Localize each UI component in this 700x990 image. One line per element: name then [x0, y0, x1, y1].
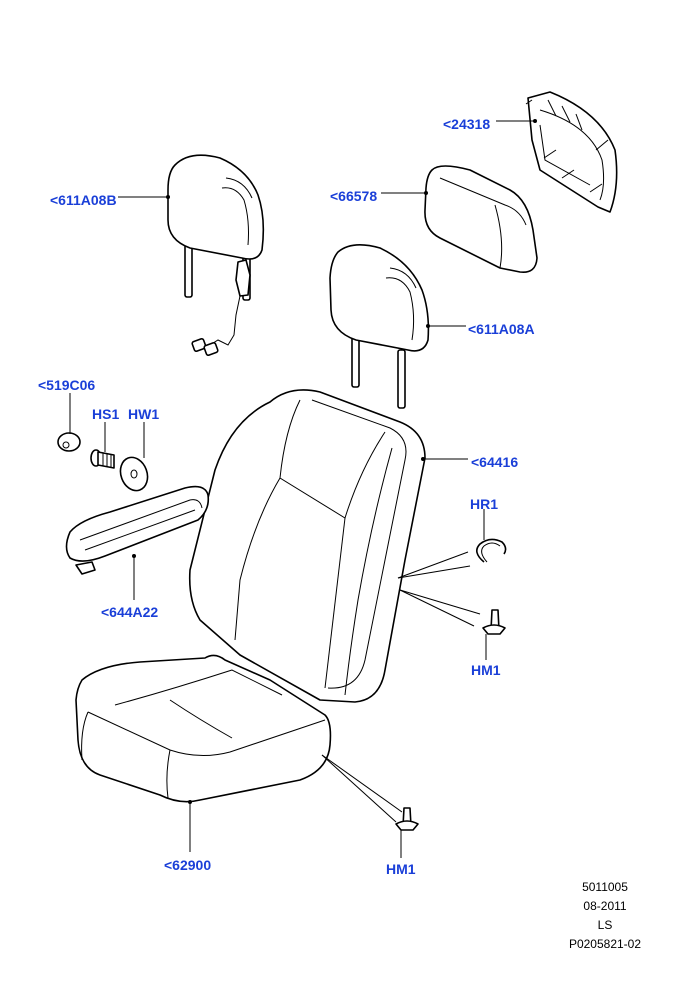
callout-HR1: HR1 — [470, 496, 499, 512]
callout-HM1-upper: HM1 — [471, 662, 501, 678]
callout-611A08B: <611A08B — [50, 192, 117, 208]
illustration-id: P0205821-02 — [568, 937, 642, 951]
push-pin-HM1-lower — [395, 807, 419, 831]
callout-HS1: HS1 — [92, 406, 120, 422]
drawing-date: 08-2011 — [583, 899, 627, 913]
retainer-HR1 — [476, 538, 507, 563]
callout-66578: <66578 — [330, 188, 378, 204]
callout-64416: <64416 — [471, 454, 519, 470]
drawing-reference: 5011005 08-2011 LS P0205821-02 — [540, 878, 670, 954]
leader-lines — [69, 119, 537, 858]
callout-519C06: <519C06 — [38, 377, 96, 393]
headrest-cover-66578 — [424, 165, 538, 274]
headrest-611A08B — [167, 154, 265, 356]
callout-62900: <62900 — [164, 857, 212, 873]
drawing-number: 5011005 — [582, 880, 628, 894]
headrest-frame-24318 — [525, 91, 618, 213]
armrest-644A22 — [65, 485, 210, 575]
seat-cushion-62900 — [75, 654, 332, 803]
headrest-611A08A — [329, 244, 430, 409]
callout-611A08A: <611A08A — [468, 321, 535, 337]
screw-HS1 — [90, 449, 115, 469]
seat-back-64416 — [188, 389, 426, 703]
washer-HW1 — [119, 456, 149, 492]
callout-644A22: <644A22 — [101, 604, 159, 620]
callout-24318: <24318 — [443, 116, 491, 132]
callout-HW1: HW1 — [128, 406, 160, 422]
callout-HM1-lower: HM1 — [386, 861, 416, 877]
push-pin-HM1-upper — [482, 609, 506, 635]
cap-519C06 — [57, 432, 81, 452]
model-code: LS — [597, 918, 613, 932]
